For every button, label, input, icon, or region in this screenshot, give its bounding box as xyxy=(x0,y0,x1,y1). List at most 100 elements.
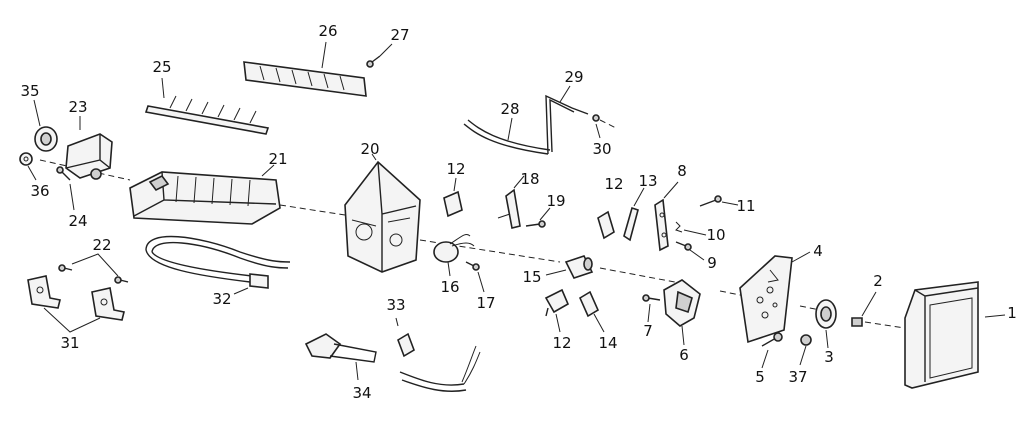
leader-10 xyxy=(683,229,707,236)
callout-22: 22 xyxy=(92,236,111,254)
leader-17 xyxy=(477,271,485,293)
callout-7: 7 xyxy=(643,322,653,340)
callout-26: 26 xyxy=(318,22,337,40)
callout-13: 13 xyxy=(638,172,657,190)
part-33-clamp xyxy=(397,332,415,358)
callout-37: 37 xyxy=(788,368,807,386)
callout-20: 20 xyxy=(360,140,379,158)
leader-24 xyxy=(69,183,75,211)
leader-37 xyxy=(799,345,807,366)
leader-5 xyxy=(761,349,769,369)
part-19-screw xyxy=(525,220,546,228)
part-13-link xyxy=(623,206,639,242)
part-31-brackets xyxy=(27,275,125,321)
leader-36 xyxy=(27,165,37,181)
callout-19: 19 xyxy=(546,192,565,210)
part-16-thermostat xyxy=(433,233,475,263)
callout-2: 2 xyxy=(873,272,883,290)
leader-33 xyxy=(395,317,399,327)
leader-13 xyxy=(633,187,645,207)
part-27-screw xyxy=(366,55,381,68)
leader-30 xyxy=(595,123,601,139)
leader-11 xyxy=(721,201,739,206)
leader-22 xyxy=(71,253,119,277)
part-35-grommet xyxy=(34,126,58,152)
callout-32: 32 xyxy=(212,290,231,308)
callout-31: 31 xyxy=(60,334,79,352)
callout-33: 33 xyxy=(386,296,405,314)
callout-25: 25 xyxy=(152,58,171,76)
assembly-axis-line xyxy=(39,159,906,329)
part-3-knob xyxy=(815,299,837,329)
part-30-clip xyxy=(592,114,617,129)
part-37-nut xyxy=(800,334,812,346)
callout-4: 4 xyxy=(813,242,823,260)
part-4-mounting-plate xyxy=(739,255,793,344)
part-5-screw xyxy=(761,332,783,347)
part-8-bracket xyxy=(654,198,669,252)
callout-34: 34 xyxy=(352,384,371,402)
callout-6: 6 xyxy=(679,346,689,364)
leader-18 xyxy=(513,175,525,189)
leader-8 xyxy=(663,181,679,199)
part-11-screw xyxy=(699,195,722,207)
leader-32 xyxy=(233,287,249,295)
leader-6 xyxy=(681,325,685,346)
leader-26 xyxy=(321,41,327,69)
part-34-connector xyxy=(304,333,481,392)
callout-11: 11 xyxy=(736,197,755,215)
leader-1 xyxy=(984,314,1006,318)
leader-14 xyxy=(593,313,605,333)
leader-21 xyxy=(261,164,275,177)
leader-25 xyxy=(161,77,165,99)
callout-21: 21 xyxy=(268,150,287,168)
part-7-screw xyxy=(642,294,661,302)
part-26-stripper xyxy=(243,61,367,97)
callout-15: 15 xyxy=(522,268,541,286)
callout-29: 29 xyxy=(564,68,583,86)
part-17-screw xyxy=(465,261,480,271)
callout-8: 8 xyxy=(677,162,687,180)
leader-15 xyxy=(545,269,567,276)
callout-1: 1 xyxy=(1007,304,1017,322)
callout-16: 16 xyxy=(440,278,459,296)
callout-24: 24 xyxy=(68,212,87,230)
callout-36: 36 xyxy=(30,182,49,200)
callout-12b: 12 xyxy=(604,175,623,193)
part-12-switch-c xyxy=(544,288,570,317)
leader-7 xyxy=(647,303,651,323)
part-10-spring xyxy=(675,221,683,233)
part-12-switch-b xyxy=(597,210,615,240)
callout-3: 3 xyxy=(824,348,834,366)
callout-12a: 12 xyxy=(446,160,465,178)
leader-19 xyxy=(539,207,551,221)
callout-12c: 12 xyxy=(552,334,571,352)
leader-12a xyxy=(453,177,457,192)
leader-2 xyxy=(861,291,877,317)
leader-35 xyxy=(33,99,41,127)
leader-12c xyxy=(555,313,561,333)
leader-20 xyxy=(371,153,377,161)
callout-14: 14 xyxy=(598,334,617,352)
part-32-harness xyxy=(145,235,291,289)
part-25-ejector xyxy=(144,95,270,135)
part-18-lever xyxy=(497,188,521,229)
callout-17: 17 xyxy=(476,294,495,312)
callout-27: 27 xyxy=(390,26,409,44)
part-6-motor xyxy=(663,279,701,327)
part-12-switch-a xyxy=(443,190,463,218)
callout-18: 18 xyxy=(520,170,539,188)
callout-28: 28 xyxy=(500,100,519,118)
part-28-feeler-arm xyxy=(463,119,551,155)
part-20-housing xyxy=(344,160,421,273)
leader-28 xyxy=(507,117,513,141)
callout-10: 10 xyxy=(706,226,725,244)
leader-27 xyxy=(379,43,393,57)
part-15-switch xyxy=(564,255,594,279)
part-29-shaft xyxy=(545,94,589,155)
part-14-clip xyxy=(578,290,600,318)
leader-3 xyxy=(825,329,829,349)
leader-34 xyxy=(355,361,359,381)
leader-4 xyxy=(791,251,811,263)
